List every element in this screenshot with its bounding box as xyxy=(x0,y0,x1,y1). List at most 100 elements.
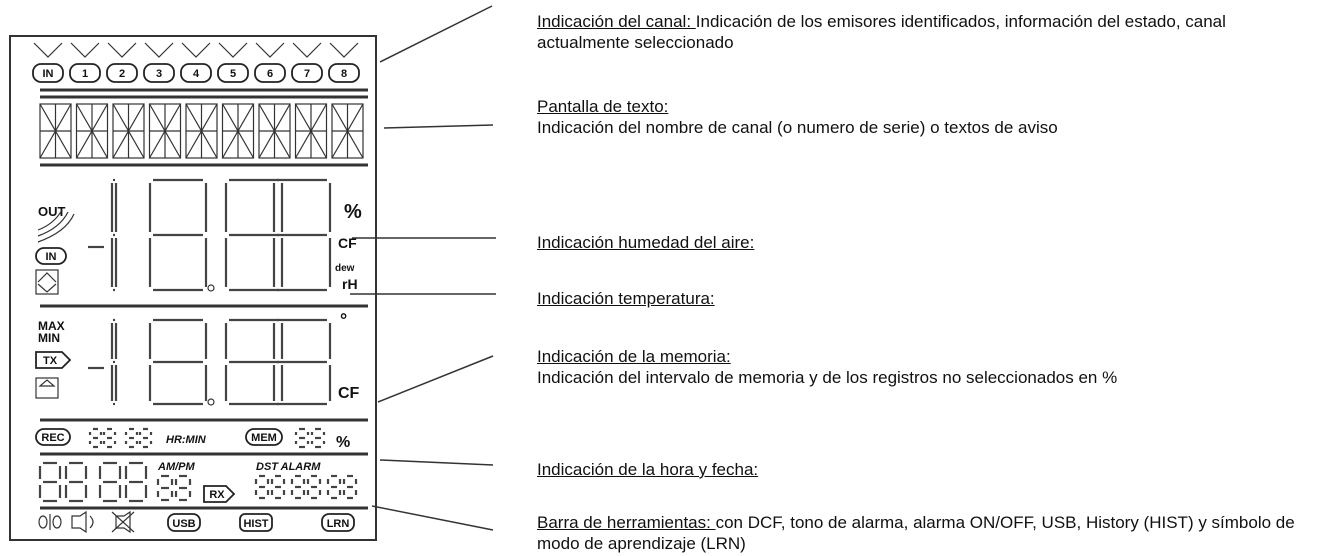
decimal-point xyxy=(207,284,215,292)
leader-time xyxy=(379,459,494,466)
seven-segment-digit xyxy=(38,461,62,503)
seven-segment-digit xyxy=(254,474,270,500)
channel-triangle-row xyxy=(33,42,359,58)
channel-label: 7 xyxy=(304,68,310,80)
tx-pill xyxy=(35,351,72,369)
text-matrix-cell xyxy=(258,103,291,159)
callout-body: Indicación del nombre de canal (o numero… xyxy=(537,118,1058,137)
text-matrix-cell xyxy=(294,103,328,159)
memory-percent-digits xyxy=(294,427,326,449)
seven-segment-digit xyxy=(110,178,118,292)
seven-segment-digit xyxy=(326,474,342,500)
callout-body: con DCF, tono de alarma, alarma ON/OFF, … xyxy=(537,513,1295,553)
channel-label: 8 xyxy=(341,68,347,80)
channel-pill xyxy=(106,63,138,83)
usb-label: USB xyxy=(172,518,195,530)
temperature-cf-unit: CF xyxy=(338,385,360,402)
seven-segment-digit xyxy=(124,427,139,449)
seven-segment-digit xyxy=(224,178,284,292)
battery-icon xyxy=(35,377,59,399)
dcf-antenna-icon xyxy=(38,514,62,530)
callout-humidity: Indicación humedad del aire: xyxy=(537,232,1317,253)
min-label: MIN xyxy=(38,331,60,345)
seven-segment-digit xyxy=(110,318,118,406)
lrn-pill xyxy=(321,513,355,532)
channel-marker-icon xyxy=(70,42,100,58)
seven-segment-digit xyxy=(156,474,174,502)
lrn-label: LRN xyxy=(327,518,350,530)
degree-unit: ° xyxy=(340,310,347,330)
callout-head: Indicación humedad del aire: xyxy=(537,233,755,252)
channel-pill xyxy=(69,63,101,83)
channel-pill xyxy=(143,63,175,83)
channel-pill xyxy=(217,63,249,83)
channel-marker-icon xyxy=(218,42,248,58)
signal-waves-icon xyxy=(37,209,75,243)
channel-pill xyxy=(180,63,212,83)
text-matrix-cell xyxy=(39,103,72,159)
callout-body: Indicación del intervalo de memoria y de… xyxy=(537,368,1118,387)
seven-segment-digit xyxy=(272,318,332,406)
callout-text-display: Pantalla de texto: Indicación del nombre… xyxy=(537,96,1317,138)
seven-segment-digit xyxy=(290,474,306,500)
seven-segment-digit xyxy=(270,474,286,500)
in-pill xyxy=(35,247,67,265)
text-matrix-display xyxy=(39,103,364,159)
leader-toolbar xyxy=(371,505,494,531)
seven-segment-digit xyxy=(342,474,358,500)
rec-pill xyxy=(35,428,71,446)
callout-head: Indicación del canal: xyxy=(537,12,696,31)
humidity-percent-unit: % xyxy=(344,201,362,223)
channel-marker-icon xyxy=(292,42,322,58)
dew-unit: dew xyxy=(335,263,355,274)
callout-head: Indicación de la hora y fecha: xyxy=(537,460,759,479)
leader-channel xyxy=(379,5,493,63)
rx-pill xyxy=(203,485,236,503)
max-label: MAX xyxy=(38,319,65,333)
channel-label: 5 xyxy=(230,68,236,80)
mem-label: MEM xyxy=(251,432,277,444)
text-matrix-cell xyxy=(112,103,145,159)
clock-digits xyxy=(38,461,192,503)
channel-label: IN xyxy=(43,68,54,80)
channel-marker-icon xyxy=(181,42,211,58)
callout-time-date: Indicación de la hora y fecha: xyxy=(537,459,1317,480)
seven-segment-digit xyxy=(272,178,332,292)
seven-segment-digit xyxy=(148,178,208,292)
hr-min-label: HR:MIN xyxy=(166,434,207,446)
callout-head: Barra de herramientas: xyxy=(537,513,716,532)
channel-label: 6 xyxy=(267,68,273,80)
channel-marker-icon xyxy=(33,42,63,58)
usb-pill xyxy=(167,513,201,532)
callout-memory: Indicación de la memoria: Indicación del… xyxy=(537,346,1307,388)
leader-text xyxy=(383,124,494,129)
decimal-point xyxy=(207,398,215,406)
callout-body: Indicación de los emisores identificados… xyxy=(537,12,1226,52)
humidity-cf-unit: CF xyxy=(338,235,357,251)
alarm-time-digits xyxy=(254,474,358,500)
temperature-digits xyxy=(110,318,332,406)
callout-channel: Indicación del canal: Indicación de los … xyxy=(537,11,1317,53)
record-interval-digits xyxy=(88,427,153,449)
up-down-arrow-icon xyxy=(35,269,59,295)
seven-segment-digit xyxy=(224,318,284,406)
seven-segment-digit xyxy=(294,427,310,449)
memory-percent-unit: % xyxy=(336,434,350,451)
text-matrix-cell xyxy=(331,103,364,159)
callout-temperature: Indicación temperatura: xyxy=(537,288,1317,309)
alarm-tone-icon xyxy=(71,510,94,534)
seven-segment-digit xyxy=(138,427,153,449)
channel-marker-icon xyxy=(255,42,285,58)
text-matrix-cell xyxy=(185,103,218,159)
tx-label: TX xyxy=(43,355,58,367)
hist-pill xyxy=(239,513,273,532)
seven-segment-digit xyxy=(102,427,117,449)
mem-pill xyxy=(245,428,283,446)
callout-toolbar: Barra de herramientas: con DCF, tono de … xyxy=(537,512,1317,554)
channel-marker-icon xyxy=(144,42,174,58)
dst-alarm-label: DST ALARM xyxy=(256,461,321,473)
channel-label: 3 xyxy=(156,68,162,80)
channel-pill xyxy=(254,63,286,83)
